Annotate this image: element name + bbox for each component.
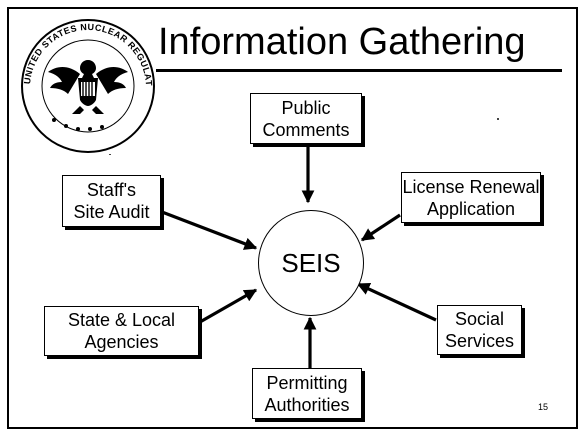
arrow-social-services — [356, 282, 437, 322]
node-social-services: Social Services — [437, 305, 522, 355]
title-underline — [156, 69, 562, 72]
node-permitting-authorities: Permitting Authorities — [252, 368, 362, 419]
node-license-renewal-label: License Renewal Application — [402, 176, 540, 219]
slide-title: Information Gathering — [158, 21, 526, 63]
node-staffs-site-audit: Staff's Site Audit — [62, 175, 161, 227]
node-social-services-label: Social Services — [444, 309, 515, 351]
node-state-local-label: State & Local Agencies — [67, 310, 176, 352]
slide-frame — [7, 7, 578, 429]
nrc-seal-icon: UNITED STATES NUCLEAR REGULATORY COMMISS… — [16, 12, 155, 153]
seis-circle: SEIS — [258, 210, 364, 316]
node-staffs-site-audit-label: Staff's Site Audit — [73, 180, 150, 222]
node-state-local-agencies: State & Local Agencies — [44, 306, 199, 356]
node-license-renewal-application: License Renewal Application — [401, 172, 541, 223]
page-number: 15 — [538, 402, 549, 412]
arrow-state-local — [199, 288, 258, 324]
node-public-comments: Public Comments — [250, 93, 362, 144]
node-public-comments-label: Public Comments — [262, 97, 350, 140]
arrow-license-renewal — [360, 213, 401, 242]
scan-speck — [497, 118, 499, 120]
node-permitting-label: Permitting Authorities — [264, 372, 350, 415]
arrow-staffs-site-audit — [161, 210, 258, 250]
scan-speck — [109, 154, 111, 155]
